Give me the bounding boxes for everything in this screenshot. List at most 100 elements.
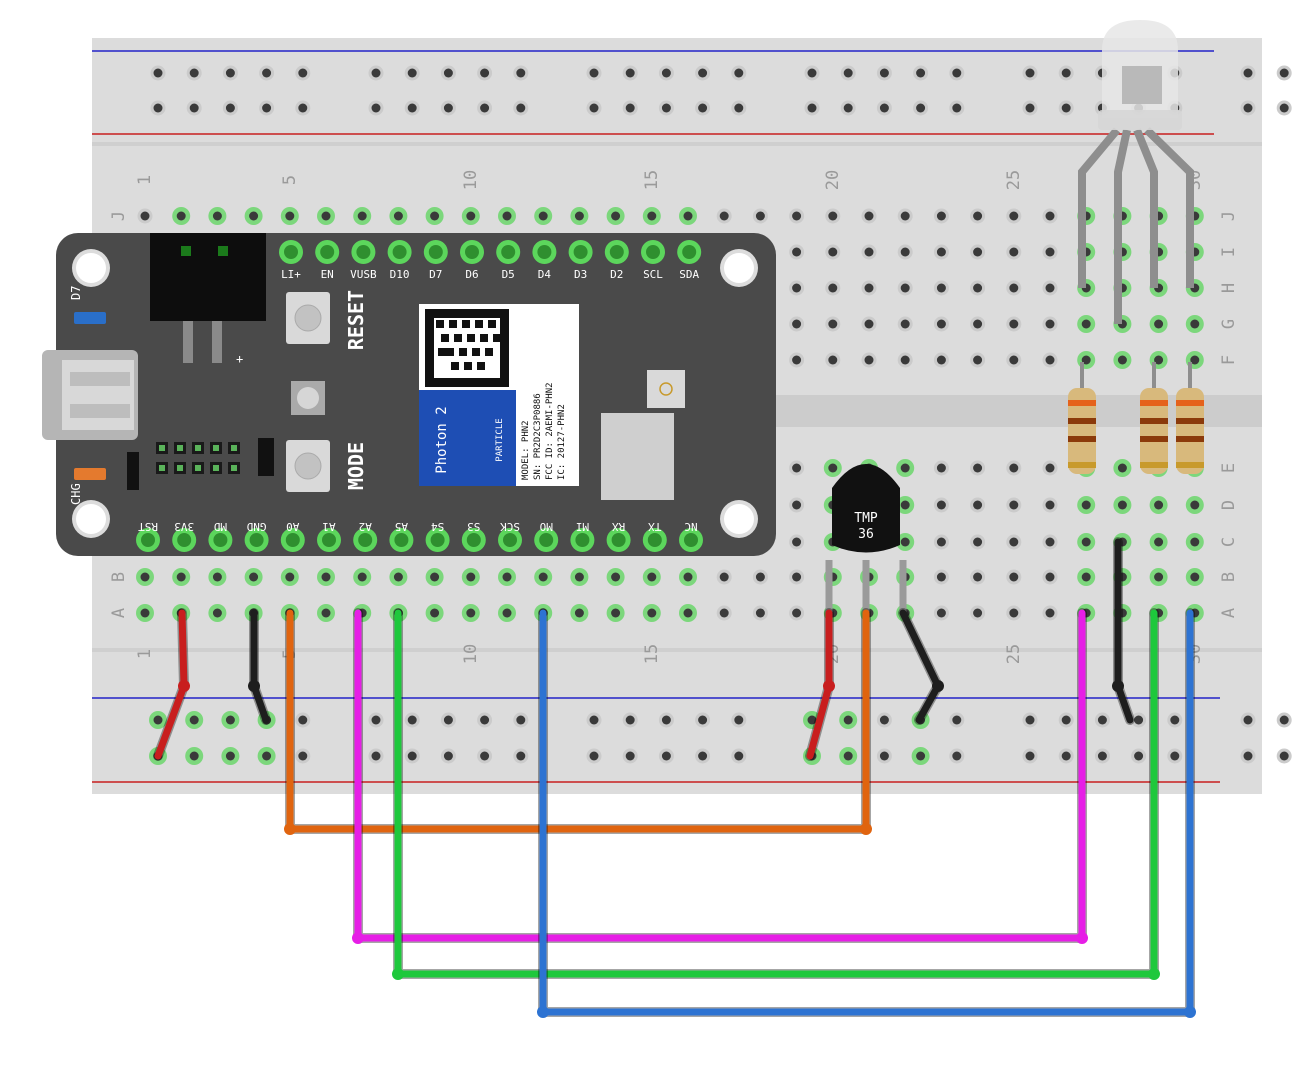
hole (1009, 247, 1019, 257)
hole (683, 608, 693, 618)
hole (1117, 355, 1127, 365)
hole (792, 500, 802, 510)
header-pin-center (611, 533, 626, 547)
hole (589, 751, 599, 761)
hole (153, 103, 163, 113)
hole (176, 211, 186, 221)
pin-label-bottom: A5 (395, 520, 408, 533)
rf-shield (601, 413, 674, 500)
header-pin-center (249, 533, 264, 547)
datamatrix-cell (493, 334, 501, 342)
hole (916, 68, 926, 78)
hole (879, 103, 889, 113)
hole (1045, 211, 1055, 221)
rgb-led-leg (1078, 127, 1121, 288)
hole (1097, 715, 1107, 725)
hole (1009, 319, 1019, 329)
hole (952, 103, 962, 113)
pin-label-bottom: MD (214, 520, 227, 533)
hole (371, 103, 381, 113)
hole (900, 283, 910, 293)
hole (357, 572, 367, 582)
hole (1190, 500, 1200, 510)
hole (719, 608, 729, 618)
hole (916, 103, 926, 113)
mode-button-cap (294, 452, 322, 480)
hole (1045, 247, 1055, 257)
wire-orange-a0-bend (284, 823, 296, 835)
pin-label-bottom: MI (576, 520, 589, 533)
column-number-bottom: 15 (642, 644, 662, 664)
hole (698, 68, 708, 78)
hole (807, 68, 817, 78)
hole (574, 608, 584, 618)
row-letter-left: A (109, 608, 129, 618)
header-pin-center (609, 245, 624, 259)
hole (443, 68, 453, 78)
hole (538, 211, 548, 221)
datamatrix-cell (472, 348, 480, 356)
hole (1279, 751, 1289, 761)
hole (516, 751, 526, 761)
hole (176, 572, 186, 582)
u-fl-ring (659, 382, 673, 396)
hole (661, 751, 671, 761)
hole (285, 572, 295, 582)
hole (828, 319, 838, 329)
row-letter-right: H (1219, 283, 1239, 293)
hole (262, 103, 272, 113)
hole (864, 247, 874, 257)
usb-slot (70, 372, 130, 386)
hole (1170, 715, 1180, 725)
hole (589, 68, 599, 78)
hole (502, 608, 512, 618)
hole (1154, 537, 1164, 547)
resistor-band (1176, 418, 1204, 424)
hole (647, 572, 657, 582)
hole (298, 103, 308, 113)
hole (1061, 68, 1071, 78)
hole (1243, 68, 1253, 78)
hole (574, 211, 584, 221)
wire-black-gnd-bend (248, 680, 260, 692)
reset-label: RESET (344, 290, 368, 350)
hole (516, 715, 526, 725)
rgb-led-leg (1114, 129, 1131, 324)
hole (225, 103, 235, 113)
connector-pin (181, 246, 191, 256)
resistor-band (1140, 462, 1168, 468)
jtag-pad (159, 465, 165, 471)
resistors (1068, 362, 1204, 474)
hole (698, 751, 708, 761)
hole (792, 463, 802, 473)
jtag-pad (231, 465, 237, 471)
hole (952, 751, 962, 761)
resistor-band (1140, 418, 1168, 424)
header-pin-center (284, 245, 298, 259)
hole (973, 319, 983, 329)
hole (973, 572, 983, 582)
tmp36-label-1: TMP (854, 511, 878, 526)
column-number-top: 20 (823, 170, 843, 190)
hole (430, 608, 440, 618)
hole (719, 572, 729, 582)
hole (189, 715, 199, 725)
hole (1117, 500, 1127, 510)
column-number-bottom: 25 (1004, 644, 1024, 664)
hole (393, 572, 403, 582)
header-pin-center (141, 533, 155, 547)
jtag-pad (213, 465, 219, 471)
hole (574, 572, 584, 582)
hole (1009, 537, 1019, 547)
hole (1097, 751, 1107, 761)
tmp36-body (832, 464, 900, 553)
hole (407, 715, 417, 725)
hole (661, 103, 671, 113)
hole (900, 319, 910, 329)
header-pin-center (322, 533, 336, 547)
board-divider (92, 648, 1262, 652)
column-number-top: 15 (642, 170, 662, 190)
wires (153, 537, 1196, 1018)
hole (1081, 537, 1091, 547)
